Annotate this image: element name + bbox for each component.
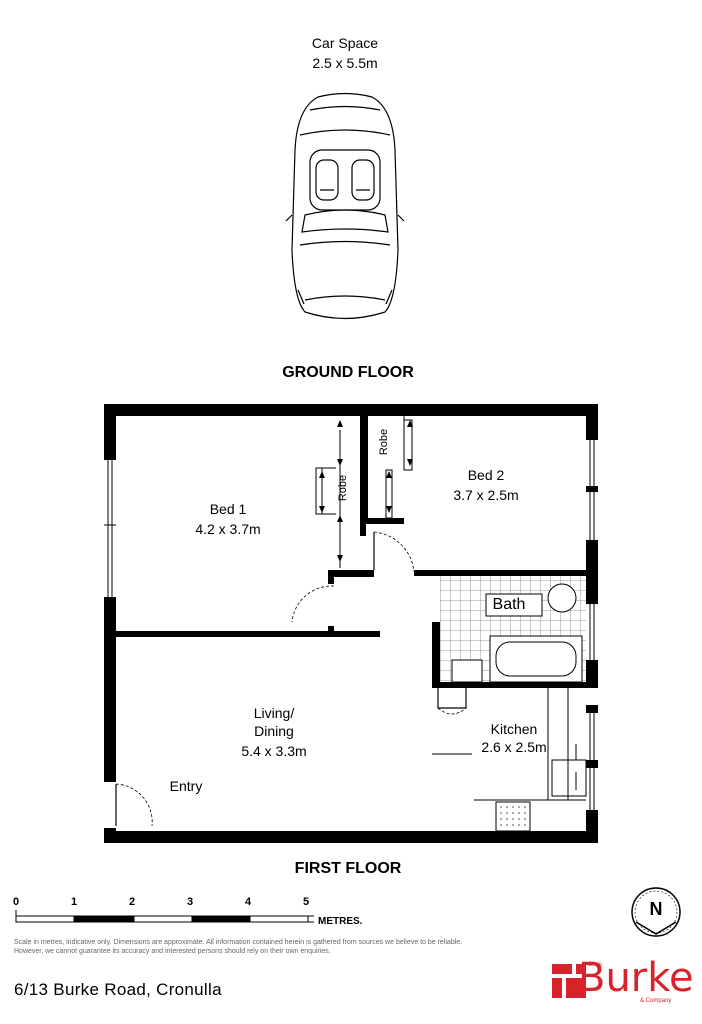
living-size: 5.4 x 3.3m xyxy=(241,743,307,759)
brand-logo-mark xyxy=(552,964,586,998)
car-space-size: 2.5 x 5.5m xyxy=(312,55,378,71)
windows xyxy=(104,440,595,810)
kitchen-name: Kitchen xyxy=(490,721,538,737)
kitchen-dots xyxy=(498,804,528,829)
car-space-title: Car Space xyxy=(311,35,379,51)
scale-tick-3: 3 xyxy=(186,896,194,908)
bed2-name: Bed 2 xyxy=(467,467,505,483)
scale-tick-0: 0 xyxy=(12,896,20,908)
robe2-label: Robe xyxy=(378,428,390,456)
bed2-size: 3.7 x 2.5m xyxy=(453,487,519,503)
entry-label: Entry xyxy=(169,778,203,794)
scale-tick-2: 2 xyxy=(128,896,136,908)
brand-prefix: Chris xyxy=(588,962,603,968)
robe-arrows xyxy=(319,420,413,562)
living-name-line2: Dining xyxy=(254,723,294,739)
scale-tick-4: 4 xyxy=(244,896,252,908)
brand-name: Burke xyxy=(578,955,694,1001)
scale-tick-5: 5 xyxy=(302,896,310,908)
scale-tick-1: 1 xyxy=(70,896,78,908)
first-floor-heading: FIRST FLOOR xyxy=(294,860,402,877)
bed1-size: 4.2 x 3.7m xyxy=(195,521,261,537)
bath-fixtures xyxy=(451,583,583,683)
bed1-name: Bed 1 xyxy=(209,501,247,517)
north-label: N xyxy=(649,899,663,919)
scale-bar xyxy=(15,910,314,923)
robe-details xyxy=(315,416,413,568)
north-arrow-icon xyxy=(631,887,681,937)
disclaimer-text: Scale in metres, indicative only. Dimens… xyxy=(14,939,463,955)
outer-walls xyxy=(104,404,598,843)
kitchen-fixtures xyxy=(432,688,587,832)
robe1-label: Robe xyxy=(337,474,349,502)
ground-floor-heading: GROUND FLOOR xyxy=(282,364,414,381)
property-address: 6/13 Burke Road, Cronulla xyxy=(14,980,222,999)
bath-name: Bath xyxy=(492,596,526,613)
scale-unit: METRES. xyxy=(318,916,363,927)
internal-walls xyxy=(116,416,586,688)
kitchen-size: 2.6 x 2.5m xyxy=(481,739,547,755)
brand-suffix: & Company xyxy=(640,998,672,1004)
living-name-line1: Living/ xyxy=(253,705,295,721)
car-icon xyxy=(285,92,405,320)
